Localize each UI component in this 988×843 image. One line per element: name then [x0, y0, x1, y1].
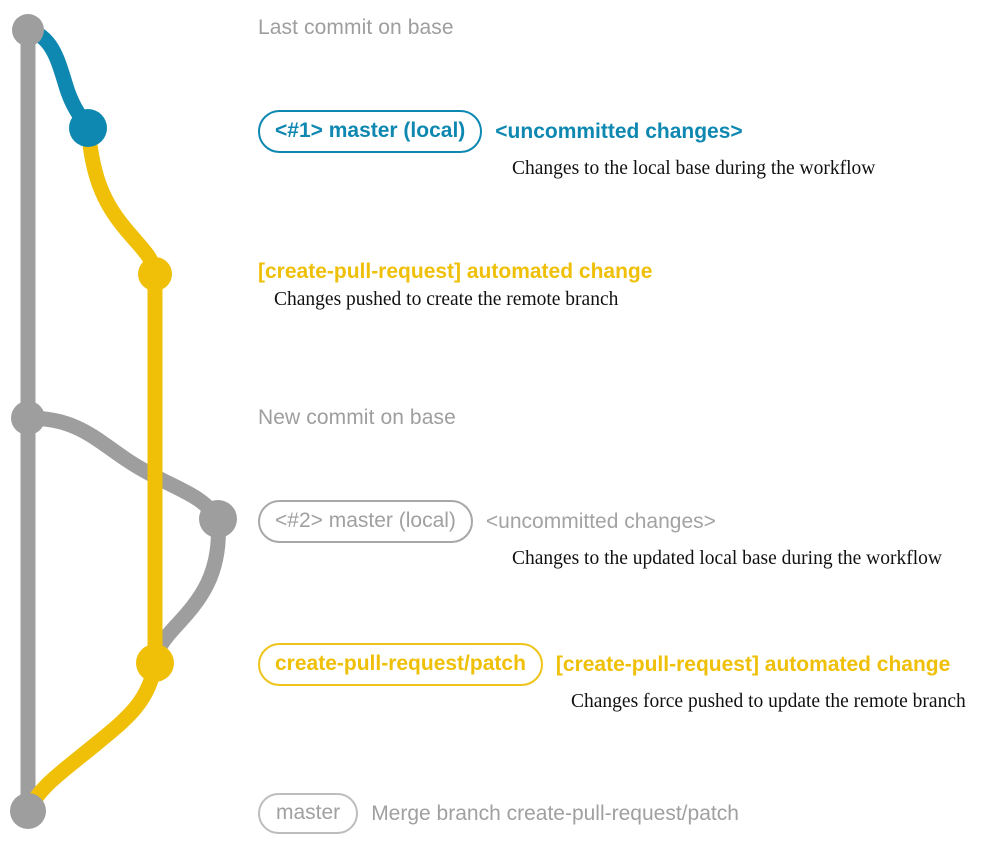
row-merge: master Merge branch create-pull-request/… [258, 793, 739, 834]
patch-branch-curve-top [80, 120, 163, 282]
local-2-subtext: Changes to the updated local base during… [512, 548, 942, 569]
branch-pill-master-local-1[interactable]: <#1> master (local) [258, 110, 483, 153]
row-last-commit-on-base: Last commit on base [258, 16, 454, 40]
automated-change-2-pill-line: create-pull-request/patch [create-pull-r… [258, 643, 966, 686]
new-base-commit-heading: New commit on base [258, 406, 456, 429]
commit-node-patch-2[interactable] [136, 644, 174, 682]
merge-pill-line: master Merge branch create-pull-request/… [258, 793, 739, 834]
row-automated-change-2: create-pull-request/patch [create-pull-r… [258, 643, 966, 713]
local2-to-patch-curve [147, 511, 226, 671]
branch-pill-master-local-2[interactable]: <#2> master (local) [258, 500, 473, 543]
commit-node-local-1[interactable] [69, 109, 107, 147]
branch-pill-master[interactable]: master [258, 793, 359, 834]
automated-change-1-subtext: Changes pushed to create the remote bran… [274, 289, 619, 310]
commit-node-base-new[interactable] [11, 401, 45, 435]
local-1-pill-line: <#1> master (local) <uncommitted changes… [258, 110, 875, 153]
commit-node-patch-1[interactable] [138, 257, 172, 291]
row-automated-change-1: [create-pull-request] automated change C… [258, 260, 652, 311]
commit-node-base-last[interactable] [12, 14, 44, 46]
commit-node-merge[interactable] [10, 793, 46, 829]
local-2-pill-line: <#2> master (local) <uncommitted changes… [258, 500, 942, 543]
row-new-commit-on-base: New commit on base [258, 406, 456, 430]
automated-change-2-headline: [create-pull-request] automated change [555, 652, 951, 676]
base-to-local2-curve [20, 410, 226, 527]
automated-change-2-subtext: Changes force pushed to update the remot… [571, 691, 966, 712]
row-local-1: <#1> master (local) <uncommitted changes… [258, 110, 875, 180]
local-1-subtext: Changes to the local base during the wor… [512, 158, 876, 179]
patch-to-base-merge-curve [20, 655, 163, 819]
automated-change-1-headline: [create-pull-request] automated change [258, 260, 653, 283]
local-1-headline: <uncommitted changes> [495, 119, 743, 143]
row-local-2: <#2> master (local) <uncommitted changes… [258, 500, 942, 570]
commit-node-local-2[interactable] [199, 500, 237, 538]
merge-headline: Merge branch create-pull-request/patch [371, 801, 739, 825]
branch-pill-create-pull-request-patch[interactable]: create-pull-request/patch [258, 643, 543, 686]
local-2-headline: <uncommitted changes> [485, 509, 716, 533]
base-commit-heading: Last commit on base [258, 16, 454, 39]
